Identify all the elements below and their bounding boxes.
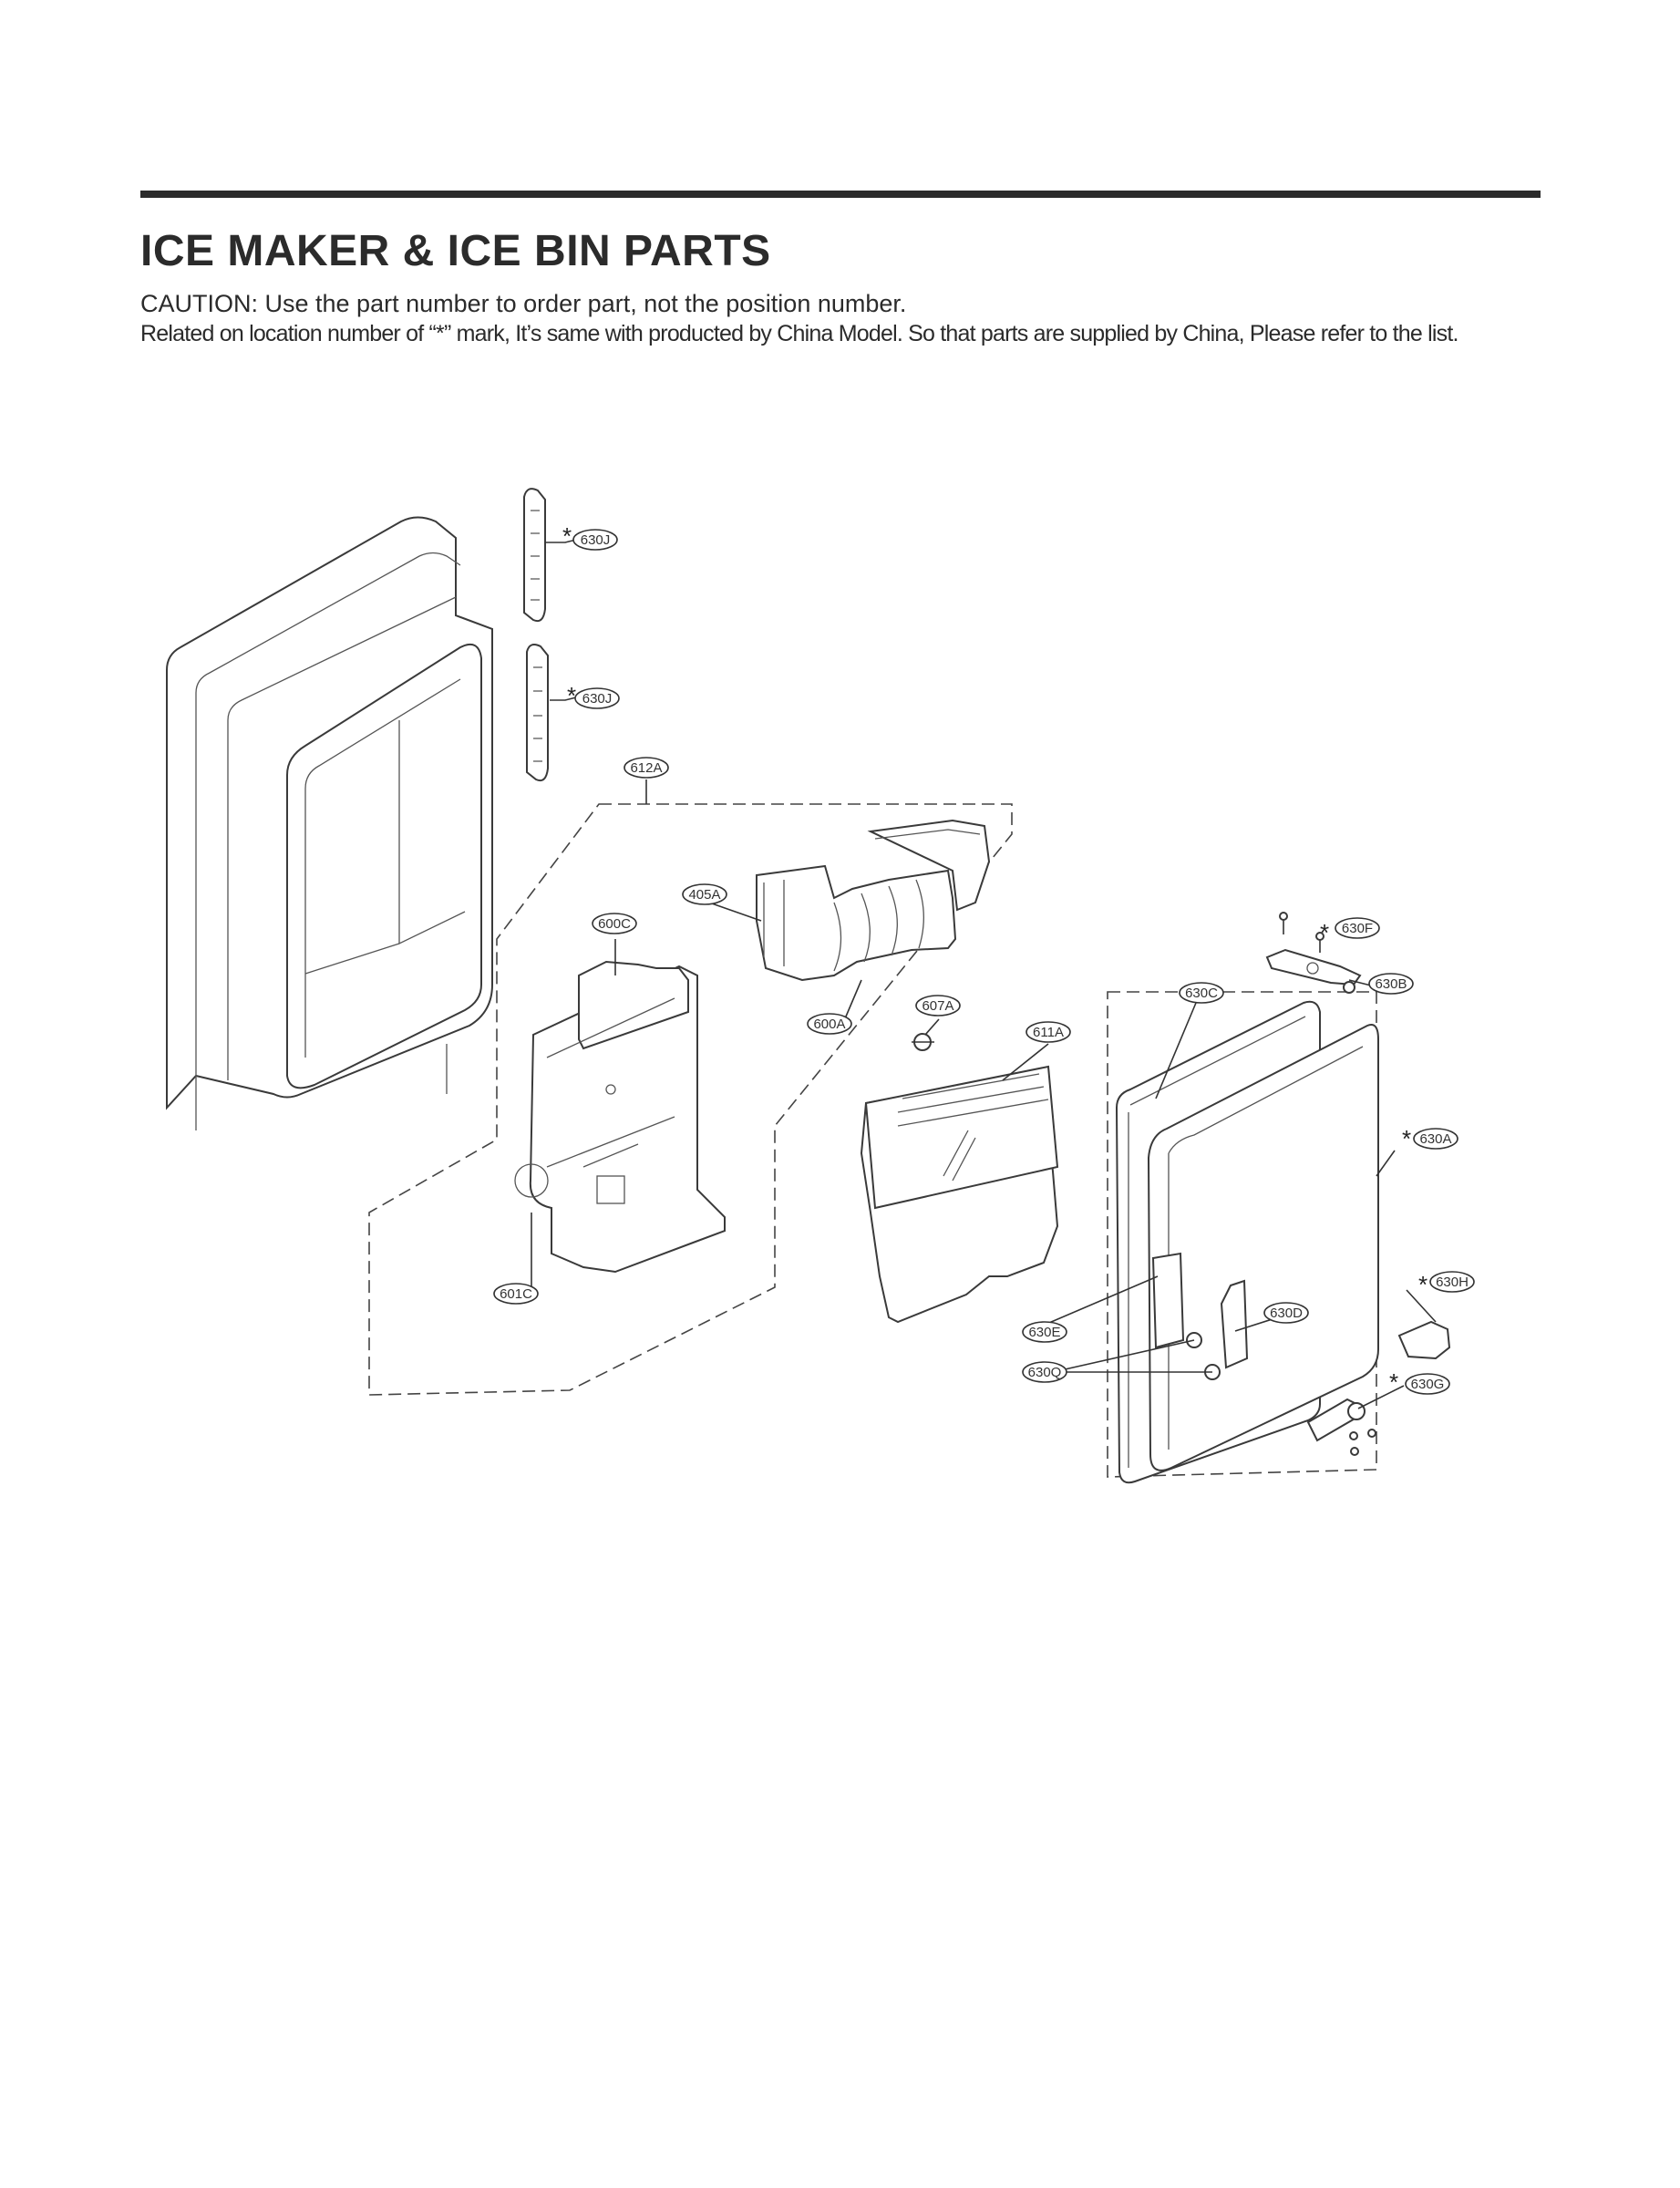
caution-text: CAUTION: Use the part number to order pa… xyxy=(140,290,907,317)
callout-label: 630J xyxy=(581,532,611,548)
callout-607a: 607A xyxy=(915,995,961,1017)
callout-405a: 405A xyxy=(682,883,727,905)
callout-601c: 601C xyxy=(493,1283,539,1305)
hinge-630e-630d-drawing xyxy=(1151,1252,1249,1380)
screw-607a-drawing xyxy=(912,1033,934,1051)
guide-630j-bottom-drawing xyxy=(526,644,549,782)
callout-600a: 600A xyxy=(807,1013,852,1035)
callout-label: 612A xyxy=(630,760,662,776)
callout-630c: 630C xyxy=(1179,982,1224,1004)
callout-600c: 600C xyxy=(592,913,637,934)
callout-label: 601C xyxy=(500,1286,532,1302)
callout-label: 607A xyxy=(922,998,953,1014)
callout-630g: 630G xyxy=(1405,1373,1450,1395)
asterisk-630j-bottom: * xyxy=(567,682,576,709)
callout-label: 600A xyxy=(813,1017,845,1032)
callout-label: 630J xyxy=(582,691,613,707)
callout-630j-top: 630J xyxy=(572,529,618,551)
callout-label: 630E xyxy=(1028,1325,1060,1340)
bin-door-boundary xyxy=(1107,991,1377,1478)
callout-label: 630G xyxy=(1411,1377,1445,1392)
lower-hinge-630g-drawing xyxy=(1306,1398,1376,1456)
callout-630d: 630D xyxy=(1263,1302,1309,1324)
callout-630b: 630B xyxy=(1368,973,1414,995)
callout-label: 630D xyxy=(1270,1306,1303,1321)
asterisk-marks: * * * * * * xyxy=(562,522,1427,1396)
hinge-bracket-630f-drawing xyxy=(1265,912,1362,994)
assembly-612a-boundary xyxy=(368,803,1013,1396)
callout-630j-bottom: 630J xyxy=(574,687,620,709)
cap-630h-drawing xyxy=(1397,1320,1451,1360)
callout-612a: 612A xyxy=(624,757,669,779)
door-liner-drawing xyxy=(166,516,493,1130)
callout-label: 405A xyxy=(688,887,720,903)
callout-630h: 630H xyxy=(1429,1271,1475,1293)
callout-630a: 630A xyxy=(1413,1128,1458,1150)
ice-bin-611a-drawing xyxy=(860,1065,1059,1324)
callout-label: 611A xyxy=(1033,1025,1064,1040)
callout-611a: 611A xyxy=(1026,1021,1071,1043)
callout-label: 630Q xyxy=(1028,1365,1062,1380)
asterisk-630a: * xyxy=(1402,1125,1411,1152)
ice-maker-405a-drawing xyxy=(756,819,991,982)
callout-630e: 630E xyxy=(1022,1321,1067,1343)
header-rule xyxy=(140,191,1541,198)
callout-label: 630F xyxy=(1342,921,1373,936)
asterisk-630g: * xyxy=(1389,1368,1398,1396)
callout-label: 630H xyxy=(1436,1275,1469,1290)
guide-630j-top-drawing xyxy=(523,488,546,623)
callout-label: 630B xyxy=(1375,976,1407,992)
callout-label: 630C xyxy=(1185,986,1218,1001)
callout-label: 630A xyxy=(1419,1131,1451,1147)
asterisk-630h: * xyxy=(1418,1271,1427,1298)
callout-630q: 630Q xyxy=(1022,1361,1067,1383)
bracket-600c-drawing xyxy=(514,960,726,1274)
china-model-note: Related on location number of “*” mark, … xyxy=(140,321,1458,346)
asterisk-630f: * xyxy=(1320,919,1329,946)
callout-label: 600C xyxy=(598,916,631,932)
callout-630f: 630F xyxy=(1335,917,1380,939)
asterisk-630j-top: * xyxy=(562,522,572,550)
page-title: ICE MAKER & ICE BIN PARTS xyxy=(140,227,771,275)
bin-door-630a-drawing xyxy=(1115,1000,1379,1484)
